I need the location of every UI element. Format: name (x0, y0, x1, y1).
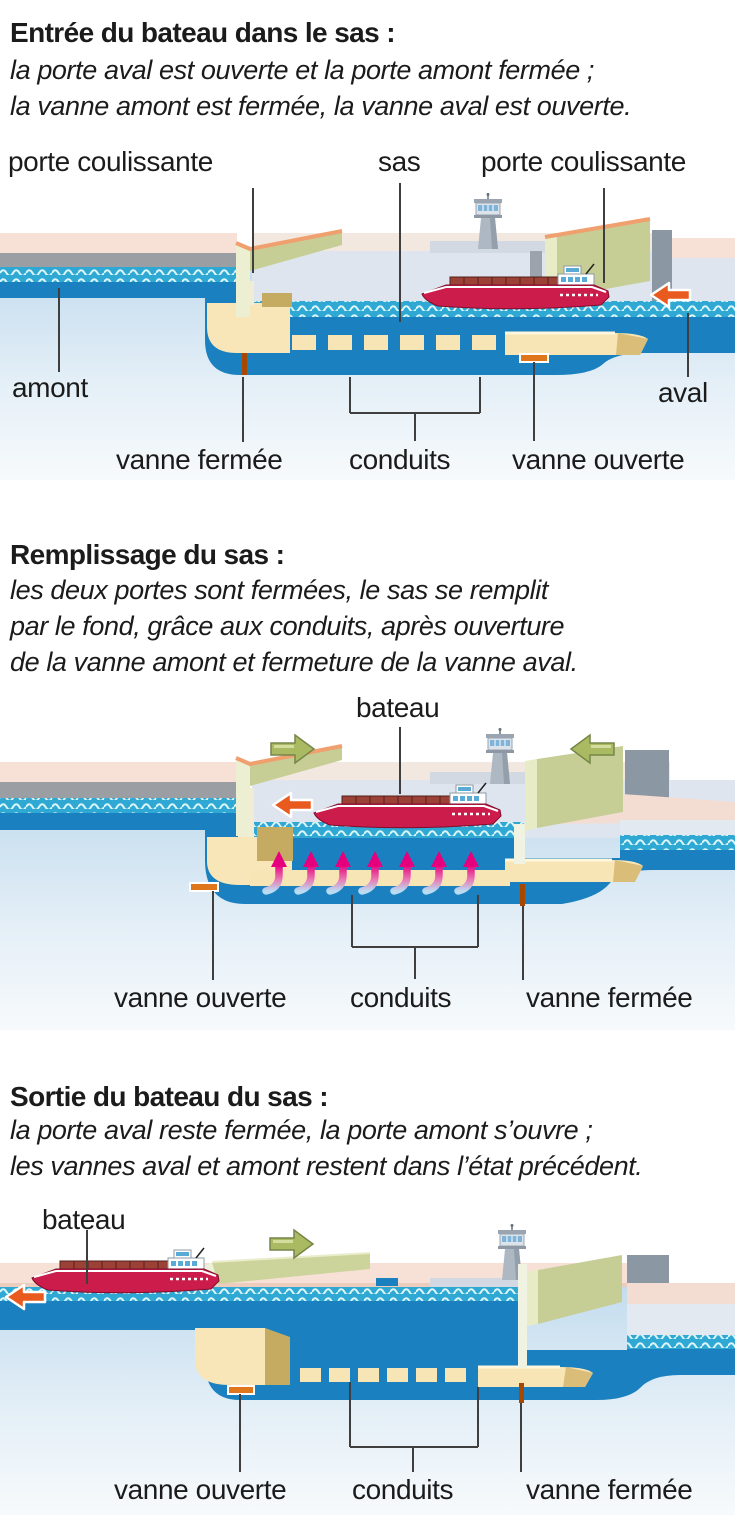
label-vanne-ouverte: vanne ouverte (114, 1474, 287, 1505)
leader-lines (212, 727, 524, 980)
label-conduits: conduits (349, 444, 451, 475)
vanne-amont-fermee-marker (242, 353, 247, 375)
panel3-description-line2: les vannes aval et amont restent dans l’… (10, 1151, 643, 1181)
conduit-openings (300, 1368, 466, 1382)
vanne-amont-ouverte-marker (189, 882, 219, 892)
label-vanne-ouverte: vanne ouverte (512, 444, 685, 475)
porte-amont-fermee (235, 744, 343, 836)
leader-lines (58, 183, 689, 442)
label-vanne-fermee: vanne fermée (526, 982, 693, 1013)
figure-remplissage-du-sas (0, 727, 735, 1030)
label-aval: aval (658, 377, 708, 408)
panel2-description-line3: de la vanne amont et fermeture de la van… (10, 647, 578, 677)
conduit-duct (250, 870, 510, 886)
leader-lines (86, 1230, 522, 1472)
panel1-description-line1: la porte aval est ouverte et la porte am… (10, 55, 595, 85)
figure-entree-du-bateau (0, 183, 735, 480)
vanne-aval-fermee-marker (520, 884, 525, 906)
label-sas: sas (378, 146, 421, 177)
label-vanne-ouverte: vanne ouverte (114, 982, 287, 1013)
boat-icon (30, 1246, 221, 1295)
vanne-amont-ouverte-marker (227, 1385, 255, 1395)
label-porte-coulissante-aval: porte coulissante (481, 146, 686, 177)
label-porte-coulissante-amont: porte coulissante (8, 146, 213, 177)
porte-aval-fermee (527, 1255, 622, 1326)
label-conduits: conduits (352, 1474, 454, 1505)
panel1-heading: Entrée du bateau dans le sas : (10, 17, 396, 48)
gate-motion-arrow (269, 1229, 314, 1259)
vanne-aval-fermee-marker (519, 1383, 524, 1403)
panel1-description-line2: la vanne amont est fermée, la vanne aval… (10, 91, 632, 121)
panel3-heading: Sortie du bateau du sas : (10, 1081, 329, 1112)
panel3-description-line1: la porte aval reste fermée, la porte amo… (10, 1115, 593, 1145)
porte-amont-fermee (235, 229, 343, 317)
label-vanne-fermee: vanne fermée (116, 444, 283, 475)
label-vanne-fermee: vanne fermée (526, 1474, 693, 1505)
amont-bank (0, 762, 237, 784)
label-amont: amont (12, 372, 88, 403)
label-bateau: bateau (356, 692, 440, 723)
conduit-openings (292, 335, 496, 350)
figure-sortie-du-bateau (0, 1223, 735, 1515)
vanne-aval-ouverte-marker (519, 353, 549, 363)
conduit-intake-block (207, 303, 290, 353)
panel2-heading: Remplissage du sas : (10, 539, 285, 570)
label-bateau: bateau (42, 1204, 126, 1235)
label-conduits: conduits (350, 982, 452, 1013)
porte-aval-fermee (525, 746, 623, 831)
panel2-description-line1: les deux portes sont fermées, le sas se … (10, 575, 548, 605)
conduit-intake-block (195, 1328, 265, 1385)
amont-bank (0, 233, 237, 255)
panel2-description-line2: par le fond, grâce aux conduits, après o… (10, 611, 565, 641)
conduit-duct (505, 333, 648, 355)
